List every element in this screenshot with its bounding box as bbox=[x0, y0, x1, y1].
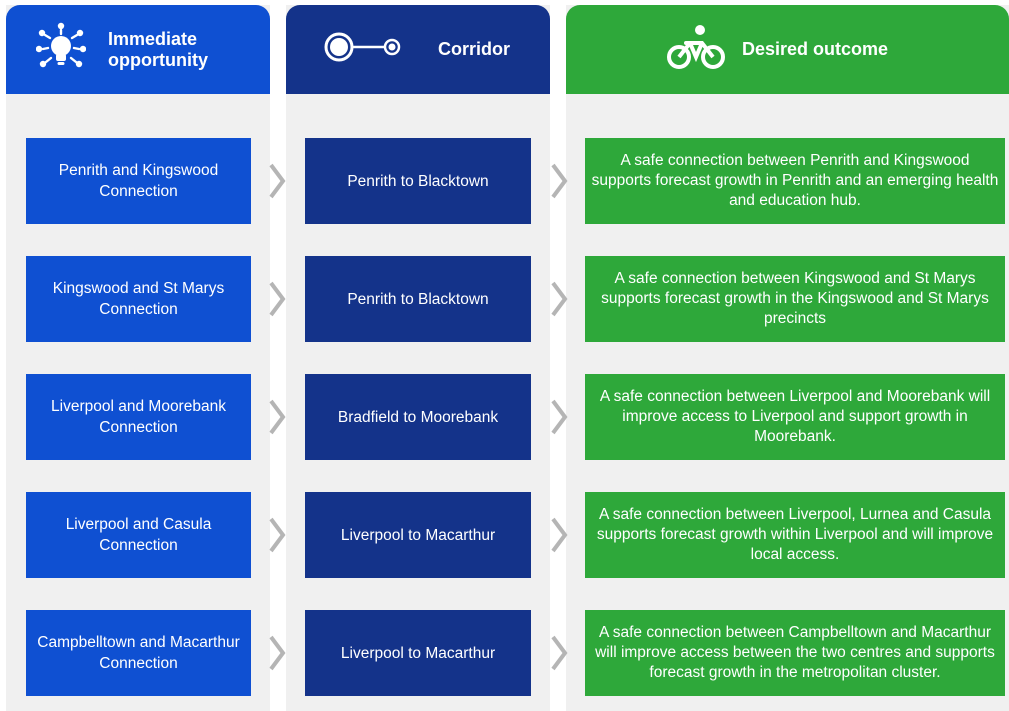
chevron-right-icon bbox=[267, 633, 287, 673]
lightbulb-icon bbox=[35, 22, 87, 77]
chevron-right-icon bbox=[549, 279, 569, 319]
corridor-box: Bradfield to Moorebank bbox=[305, 374, 531, 460]
opportunity-box: Kingswood and St Marys Connection bbox=[26, 256, 251, 342]
route-line-icon bbox=[322, 30, 404, 69]
outcome-box: A safe connection between Liverpool and … bbox=[585, 374, 1005, 460]
outcome-box: A safe connection between Liverpool, Lur… bbox=[585, 492, 1005, 578]
chevron-right-icon bbox=[267, 279, 287, 319]
chevron-right-icon bbox=[549, 515, 569, 555]
outcome-title: Desired outcome bbox=[742, 39, 889, 59]
corridor-header: Corridor bbox=[286, 5, 550, 94]
corridor-box: Penrith to Blacktown bbox=[305, 256, 531, 342]
corridor-box: Liverpool to Macarthur bbox=[305, 610, 531, 696]
opportunity-title: Immediate opportunity bbox=[108, 28, 208, 70]
chevron-right-icon bbox=[267, 397, 287, 437]
chevron-right-icon bbox=[267, 515, 287, 555]
bicycle-icon bbox=[666, 24, 726, 75]
corridor-box: Penrith to Blacktown bbox=[305, 138, 531, 224]
corridor-box: Liverpool to Macarthur bbox=[305, 492, 531, 578]
corridor-column bbox=[286, 5, 550, 711]
chevron-right-icon bbox=[549, 161, 569, 201]
chevron-right-icon bbox=[549, 397, 569, 437]
chevron-right-icon bbox=[549, 633, 569, 673]
outcome-box: A safe connection between Campbelltown a… bbox=[585, 610, 1005, 696]
opportunity-column bbox=[6, 5, 270, 711]
opportunity-box: Liverpool and Casula Connection bbox=[26, 492, 251, 578]
opportunity-box: Campbelltown and Macarthur Connection bbox=[26, 610, 251, 696]
outcome-header: Desired outcome bbox=[566, 5, 1009, 94]
opportunity-box: Liverpool and Moorebank Connection bbox=[26, 374, 251, 460]
opportunity-box: Penrith and Kingswood Connection bbox=[26, 138, 251, 224]
opportunity-header: Immediate opportunity bbox=[6, 5, 270, 94]
outcome-box: A safe connection between Penrith and Ki… bbox=[585, 138, 1005, 224]
outcome-box: A safe connection between Kingswood and … bbox=[585, 256, 1005, 342]
chevron-right-icon bbox=[267, 161, 287, 201]
corridor-title: Corridor bbox=[438, 39, 510, 59]
outcome-column bbox=[566, 5, 1009, 711]
